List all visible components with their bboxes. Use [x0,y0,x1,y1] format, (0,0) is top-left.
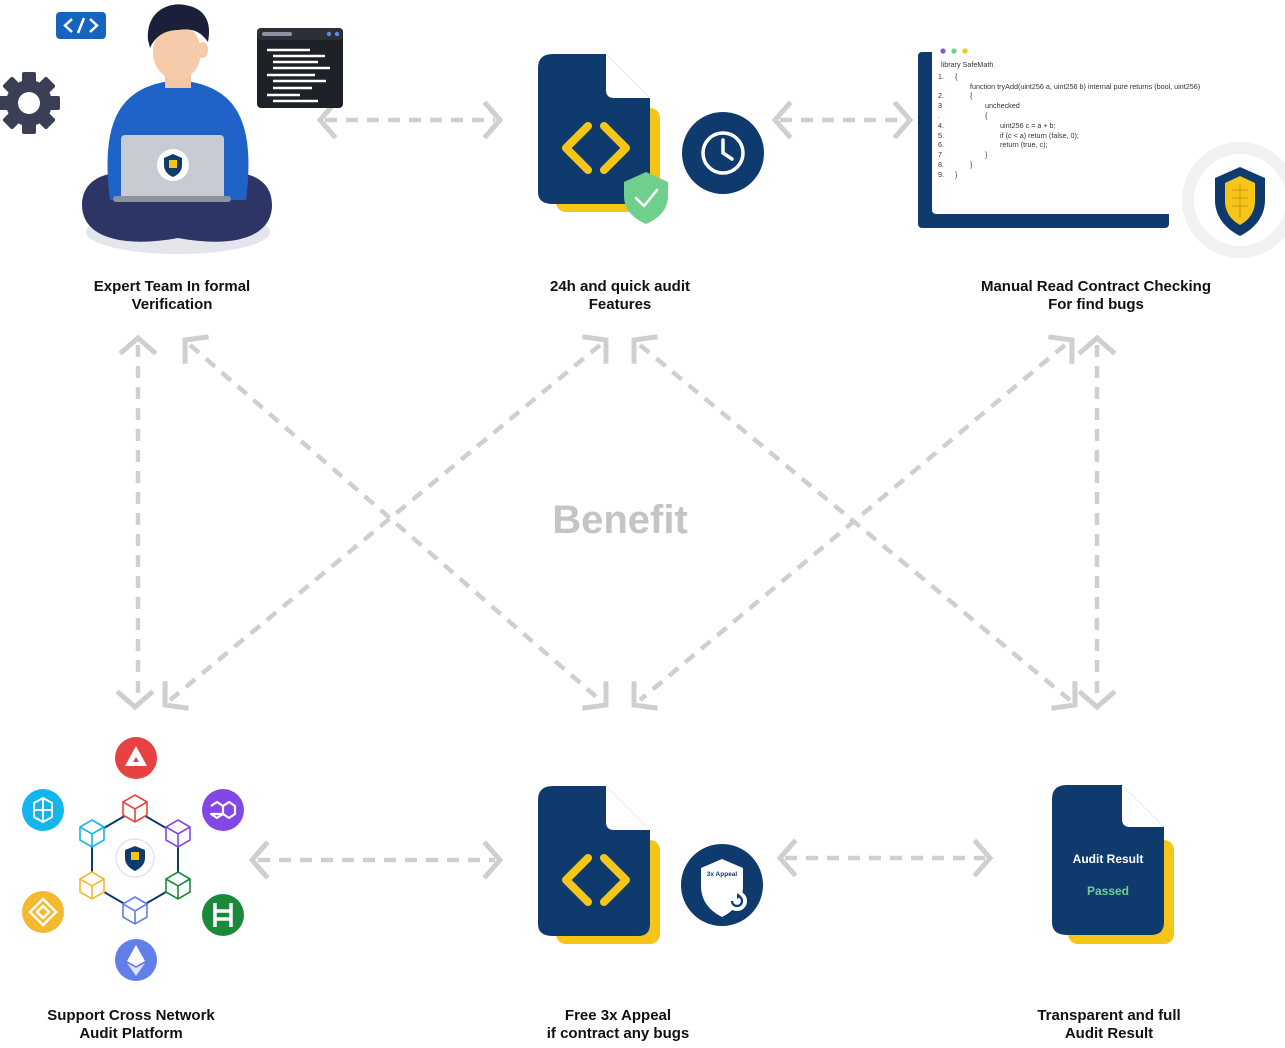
security-shield-logo [1182,142,1285,258]
code-line-text: } [985,150,988,160]
caption-line: For find bugs [1048,296,1144,313]
hedera-icon [202,894,244,936]
code-line: 7} [938,150,1228,160]
code-line: 2. { [938,91,1228,101]
clock-icon [682,112,764,194]
center-title: Benefit [552,498,688,542]
code-line: 6. return (true, c); [938,140,1228,150]
caption-line: Expert Team In formal [93,278,251,295]
appeal-badge-label: 3x Appeal [706,871,738,878]
feature-caption-expert-team: Expert Team In formal Verification [22,278,322,314]
code-line-number: 1. [938,71,944,81]
code-line-number: 2. [938,91,944,101]
code-line-text: unchecked [985,101,1020,111]
code-window [918,42,1230,228]
caption-line: Support Cross Network [47,1007,215,1024]
polygon-icon [202,789,244,831]
code-line: library SafeMath [938,60,1228,70]
code-line-text: } [955,169,958,179]
code-line-text: function tryAdd(uint256 a, uint256 b) in… [970,81,1201,91]
code-line: 4. uint256 c = a + b; [938,121,1228,131]
audit-result-status: Passed [1086,884,1130,898]
connector-arrows [135,117,1100,863]
appeal-code-document-icon [538,786,660,944]
terminal-window-icon [257,28,343,108]
code-line-number: 7 [938,150,942,160]
code-line: 8.} [938,160,1228,170]
audit-result-title: Audit Result [1072,852,1144,866]
code-line-text: { [970,91,973,101]
gear-icon [0,72,60,134]
shield-check-icon [624,172,668,224]
bnb-icon [22,891,64,933]
code-line-number: . [938,111,940,120]
code-line-number: 6. [938,140,944,150]
arrow-diag-tr-bm [638,343,1067,702]
audit-result-document [1052,785,1174,944]
caption-line: Free 3x Appeal [564,1007,672,1024]
caption-line: Manual Read Contract Checking [980,278,1212,295]
code-tag-icon [56,12,106,39]
code-line-text: { [985,111,988,120]
caption-line: Transparent and full [1037,1007,1181,1024]
avalanche-icon [115,737,157,779]
code-line-text: return (true, c); [1000,140,1048,150]
code-line-number: 9. [938,169,944,179]
caption-line: Verification [131,296,213,313]
feature-caption-manual-read: Manual Read Contract Checking For find b… [946,278,1246,314]
feature-caption-audit-result: Transparent and full Audit Result [959,1007,1259,1043]
code-line-text: { [955,71,958,81]
fantom-icon [22,789,64,831]
code-line: 5. if (c < a) return (false, 0); [938,131,1228,141]
code-line: function tryAdd(uint256 a, uint256 b) in… [938,82,1228,92]
feature-caption-quick-audit: 24h and quick audit Features [470,278,770,314]
code-document-icon [538,54,660,212]
feature-caption-cross-network: Support Cross Network Audit Platform [0,1007,281,1043]
arrow-diag-tm-bl [168,343,602,702]
network-hub [79,794,191,925]
caption-line: Audit Platform [79,1025,183,1042]
appeal-shield-icon [681,844,763,926]
caption-line: 24h and quick audit [549,278,691,295]
code-line: .{ [938,111,1228,121]
caption-line: Features [588,296,652,313]
code-line: 9.} [938,170,1228,180]
arrow-diag-tl-bm [188,343,602,702]
code-line-text: } [970,160,973,169]
code-line-number: 5. [938,130,944,140]
code-line: 1. { [938,72,1228,82]
code-line-text: uint256 c = a + b; [1000,120,1056,130]
caption-line: if contract any bugs [546,1025,690,1042]
code-line-number: 3 [938,101,942,111]
developer-illustration [0,4,343,254]
code-line-number: 4. [938,120,944,130]
code-line-text: library SafeMath [941,60,994,69]
code-line-text: if (c < a) return (false, 0); [1000,130,1079,140]
ethereum-icon [115,939,157,981]
feature-caption-free-appeal: Free 3x Appeal if contract any bugs [468,1007,768,1043]
code-line-number: 8. [938,160,944,169]
code-line: 3 unchecked [938,101,1228,111]
caption-line: Audit Result [1064,1025,1154,1042]
